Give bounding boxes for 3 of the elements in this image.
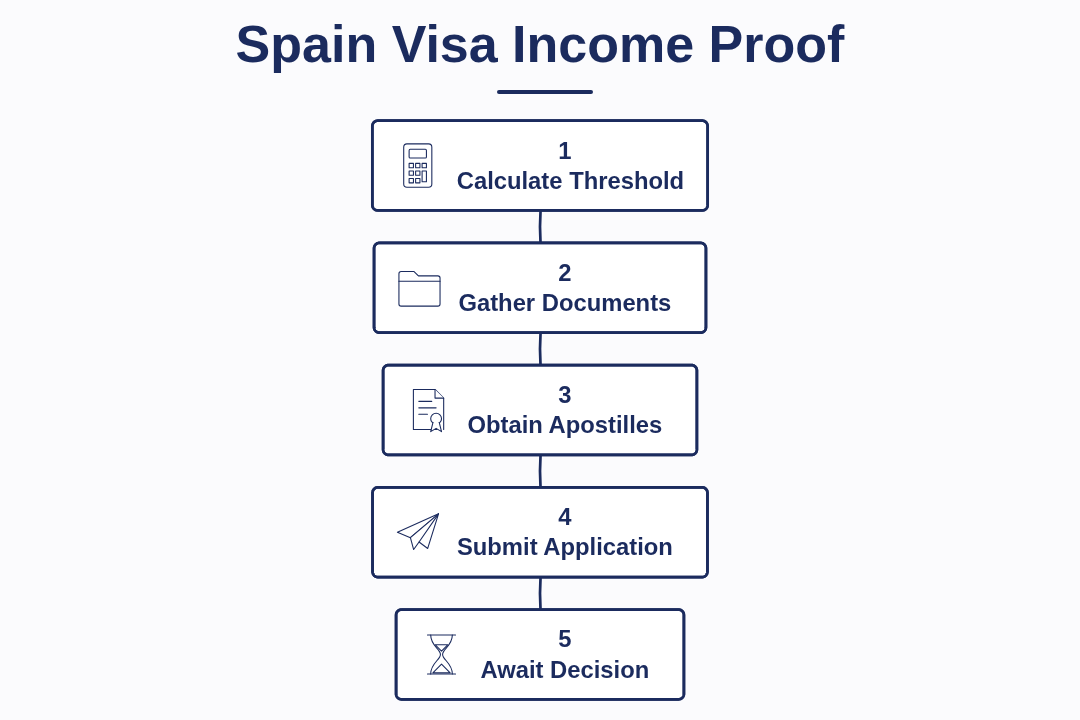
connector <box>538 333 542 366</box>
title: Spain Visa Income Proof <box>234 14 846 74</box>
connector <box>538 455 542 488</box>
